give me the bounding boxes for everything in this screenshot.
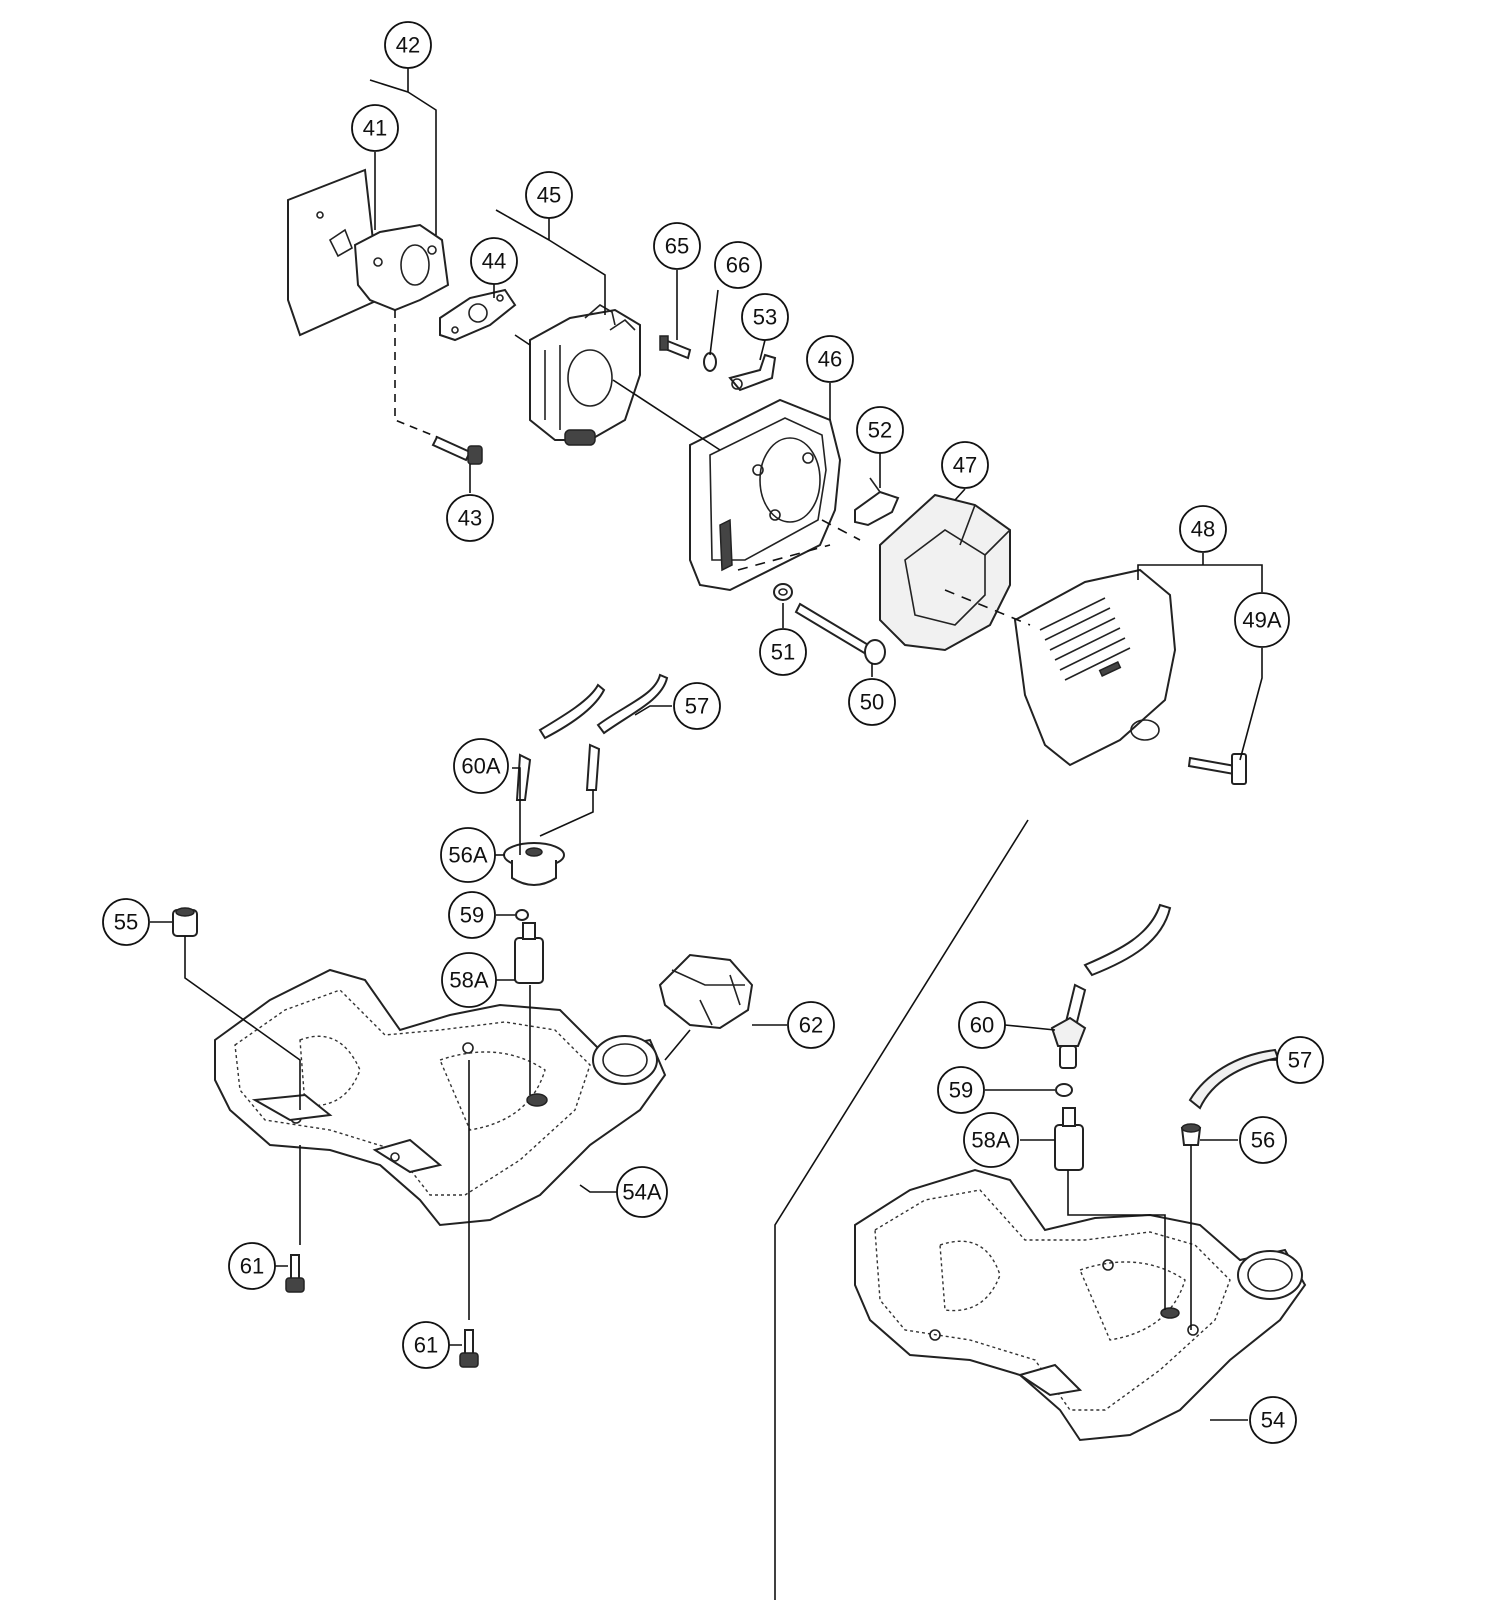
callout-label: 45	[537, 183, 561, 208]
part-60-fuel-strainer	[1050, 903, 1172, 1069]
callout-label: 58A	[971, 1128, 1010, 1153]
part-49a-cover-screw	[1187, 753, 1247, 785]
part-44-gasket	[439, 288, 517, 342]
callout-54a: 54A	[616, 1166, 668, 1218]
callout-42: 42	[384, 21, 432, 69]
callout-50: 50	[848, 678, 896, 726]
callout-66: 66	[714, 241, 762, 289]
part-54a-fuel-tank-left	[214, 968, 667, 1227]
callout-label: 53	[753, 305, 777, 330]
callout-52: 52	[856, 406, 904, 454]
callout-label: 44	[482, 249, 506, 274]
variant-divider	[774, 819, 1029, 1600]
callout-58a-right: 58A	[963, 1112, 1019, 1168]
callout-56a: 56A	[440, 827, 496, 883]
callout-57-right: 57	[1276, 1036, 1324, 1084]
callout-label: 54A	[622, 1180, 661, 1205]
part-62-tank-cap	[658, 953, 754, 1030]
callout-label: 49A	[1242, 608, 1281, 633]
part-42-insulator	[353, 223, 450, 312]
part-61-screw-a	[285, 1254, 305, 1293]
callout-61-a: 61	[228, 1242, 276, 1290]
callout-label: 65	[665, 234, 689, 259]
callout-56-right: 56	[1239, 1116, 1287, 1164]
callout-51: 51	[759, 628, 807, 676]
callout-label: 56A	[448, 843, 487, 868]
part-47-foam-element	[879, 493, 1011, 652]
part-43-bolt	[431, 435, 483, 465]
callout-45: 45	[525, 171, 573, 219]
callout-57-left: 57	[673, 682, 721, 730]
callout-54-right: 54	[1249, 1396, 1297, 1444]
callout-61-b: 61	[402, 1321, 450, 1369]
part-52-choke-lever	[854, 477, 900, 527]
callout-label: 54	[1261, 1408, 1285, 1433]
callout-label: 47	[953, 453, 977, 478]
callout-59-left: 59	[448, 891, 496, 939]
callout-59-right: 59	[937, 1066, 985, 1114]
callout-label: 51	[771, 640, 795, 665]
callout-46: 46	[806, 335, 854, 383]
part-58a-fuel-filter-left	[514, 922, 544, 984]
callout-label: 46	[818, 347, 842, 372]
callout-label: 62	[799, 1013, 823, 1038]
callout-58a-left: 58A	[441, 952, 497, 1008]
part-56a-grommet	[503, 842, 565, 886]
part-59-clip	[515, 909, 529, 921]
callout-label: 52	[868, 418, 892, 443]
part-54-fuel-tank-right	[854, 1168, 1307, 1442]
callout-43: 43	[446, 494, 494, 542]
callout-label: 59	[460, 903, 484, 928]
callout-48: 48	[1179, 505, 1227, 553]
part-45-carburetor	[529, 304, 641, 446]
callout-label: 57	[1288, 1048, 1312, 1073]
callout-62: 62	[787, 1001, 835, 1049]
part-59-clip-right	[1055, 1083, 1073, 1097]
part-56-grommet-right	[1180, 1123, 1202, 1146]
callout-53: 53	[741, 293, 789, 341]
part-55-spacer	[172, 907, 198, 937]
part-50-long-bolt	[794, 602, 886, 665]
part-48-air-cleaner-cover	[1013, 568, 1177, 767]
callout-label: 48	[1191, 517, 1215, 542]
part-58a-fuel-filter-right	[1054, 1107, 1084, 1171]
callout-label: 41	[363, 116, 387, 141]
callout-label: 55	[114, 910, 138, 935]
callout-label: 60	[970, 1013, 994, 1038]
part-66-washer	[703, 352, 717, 372]
callout-label: 66	[726, 253, 750, 278]
callout-49a: 49A	[1234, 592, 1290, 648]
callout-label: 43	[458, 506, 482, 531]
callout-label: 57	[685, 694, 709, 719]
callout-60a: 60A	[453, 738, 509, 794]
leader-lines	[150, 67, 1285, 1421]
callout-label: 50	[860, 690, 884, 715]
callout-label: 61	[240, 1254, 264, 1279]
callout-label: 42	[396, 33, 420, 58]
callout-label: 60A	[461, 754, 500, 779]
part-61-screw-b	[459, 1329, 479, 1368]
part-46-air-cleaner-case	[689, 398, 842, 592]
callout-55: 55	[102, 898, 150, 946]
part-51-washer	[773, 583, 793, 601]
callout-label: 58A	[449, 968, 488, 993]
callout-label: 56	[1251, 1128, 1275, 1153]
callout-65: 65	[653, 222, 701, 270]
callout-label: 61	[414, 1333, 438, 1358]
part-fuel-tubes	[515, 673, 669, 801]
part-57-return-tube-right	[1188, 1048, 1280, 1110]
callout-label: 59	[949, 1078, 973, 1103]
callout-41: 41	[351, 104, 399, 152]
callout-47: 47	[941, 441, 989, 489]
callout-60: 60	[958, 1001, 1006, 1049]
callout-44: 44	[470, 237, 518, 285]
part-65-screw	[659, 335, 692, 360]
part-53-bracket	[728, 353, 777, 392]
